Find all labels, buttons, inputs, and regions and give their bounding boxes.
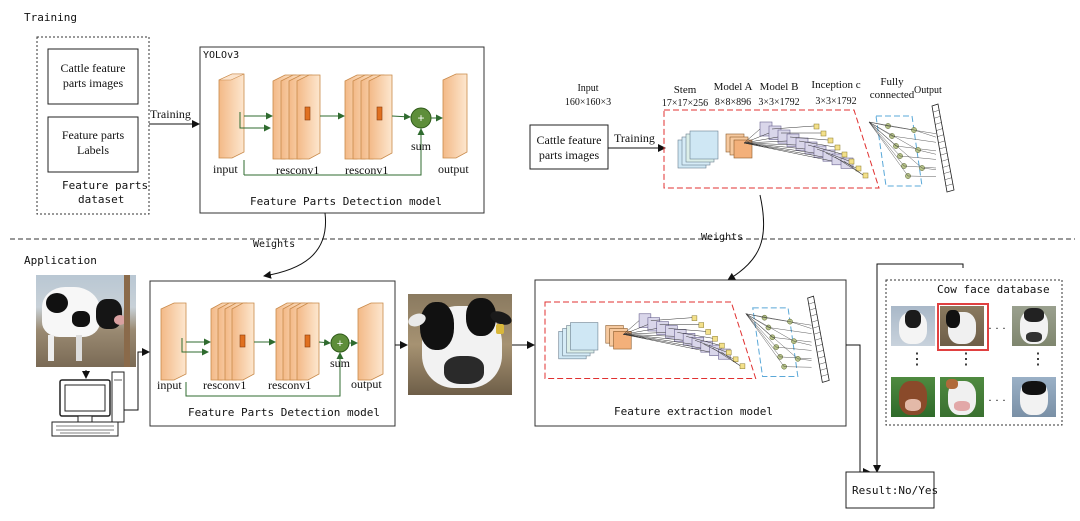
db-cow-2-selected [940, 306, 984, 346]
application-section-label: Application [24, 254, 97, 267]
training-section-label: Training [24, 11, 77, 24]
images-box [47, 48, 139, 105]
model-b-label: Model B 3×3×1792 [758, 81, 800, 108]
app-output-label: output [351, 377, 382, 391]
db-ellipsis-bottom: · · · [988, 393, 1006, 407]
yolo-input-label: input [213, 162, 238, 176]
labels-box [47, 116, 139, 173]
stem-label: Stem 17×17×256 [661, 84, 709, 109]
db-vellipsis-1: ⋮ [909, 351, 925, 368]
app-sum-label: sum [330, 356, 351, 370]
weights-right-label: Weights [701, 232, 744, 243]
app-yolo-caption: Feature Parts Detection model [188, 406, 381, 419]
yolo-caption: Feature Parts Detection model [250, 195, 443, 208]
fully-connected-label: Fully connected [869, 76, 915, 101]
database-title: Cow face database [937, 283, 1050, 296]
db-cow-1 [891, 306, 935, 346]
cow-face-crop-photo [408, 294, 512, 395]
cow-photo-full [36, 275, 136, 367]
yolo-layers-top: + [218, 73, 468, 176]
yolo-resconv2-label: resconv1 [345, 163, 389, 177]
app-resconv1-label: resconv1 [203, 378, 247, 392]
yolo-resconv1-label: resconv1 [276, 163, 320, 177]
yolo-sum-label: sum [411, 139, 432, 153]
computer-icon [51, 371, 125, 437]
db-cow-4 [891, 377, 935, 417]
inception-input-box [529, 124, 609, 170]
app-yolo-layers: + [160, 302, 384, 397]
feature-extraction-caption: Feature extraction model [614, 405, 773, 418]
dataset-box [36, 36, 150, 215]
model-a-label: Model A 8×8×896 [713, 81, 753, 108]
training-arrow-label: Training [150, 107, 191, 121]
output-label: Output [914, 85, 942, 96]
yolo-output-label: output [438, 162, 469, 176]
yolo-box [199, 46, 485, 214]
db-vellipsis-2: ⋮ [958, 351, 974, 368]
dataset-images-label: Cattle feature parts images [60, 61, 126, 90]
db-cow-3 [1012, 306, 1056, 346]
db-selection-frame [937, 303, 989, 351]
db-cow-6 [1012, 377, 1056, 417]
db-vellipsis-3: ⋮ [1030, 351, 1046, 368]
db-ellipsis-top: · · · [988, 321, 1006, 335]
yolo-title: YOLOv3 [203, 50, 240, 61]
svg-text:+: + [417, 111, 424, 125]
inception-input-label: Input 160×160×3 [564, 83, 612, 108]
inception-network-bottom [544, 295, 830, 383]
app-yolo-box [149, 280, 396, 427]
app-resconv2-label: resconv1 [268, 378, 312, 392]
svg-text:+: + [337, 338, 343, 350]
inception-network-top [663, 103, 955, 193]
dataset-caption: Feature parts dataset [62, 179, 149, 206]
result-box [845, 471, 935, 509]
result-label: Result:No/Yes [852, 484, 939, 497]
app-input-label: input [157, 378, 182, 392]
db-cow-5 [940, 377, 984, 417]
inception-training-label: Training [614, 131, 655, 145]
inception-c-label: Inception c 3×3×1792 [811, 79, 861, 107]
dataset-labels-label: Feature parts Labels [61, 128, 125, 157]
inception-images-label: Cattle feature parts images [536, 133, 602, 162]
weights-left-label: Weights [253, 239, 296, 250]
